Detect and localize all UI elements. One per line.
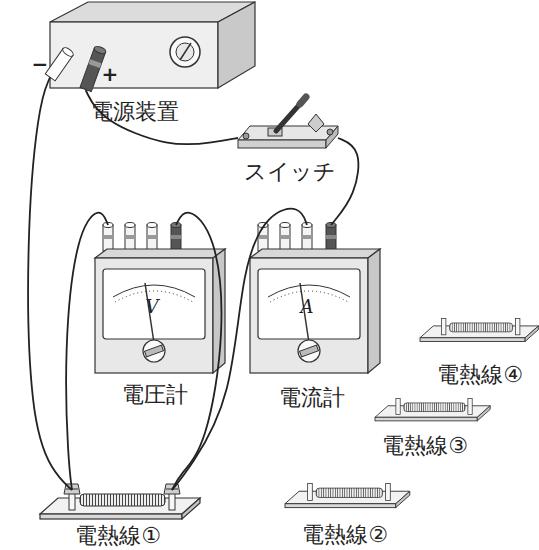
power-supply-body	[50, 2, 255, 88]
positive-terminal	[93, 45, 106, 55]
switch-body	[238, 97, 338, 148]
switch-body	[327, 129, 333, 135]
heating-wire: 電熱線②	[285, 485, 410, 515]
alligator-clip	[64, 484, 180, 494]
lead-wire	[172, 213, 221, 490]
voltmeter-body	[95, 223, 225, 374]
heating-wire: 電熱線④	[420, 320, 539, 350]
ammeter-body	[250, 223, 380, 374]
switch-body	[276, 104, 300, 131]
switch-body	[238, 126, 338, 140]
device-label: 電熱線②	[302, 523, 388, 547]
negative-terminal	[61, 46, 74, 58]
voltmeter-body	[95, 223, 225, 374]
terminal-sign: −	[32, 53, 49, 75]
heating-wire-body	[420, 319, 538, 342]
power-supply-body	[218, 2, 255, 88]
alligator-clip	[64, 484, 80, 494]
heating-wire: 電熱線①	[40, 490, 205, 520]
heating-wire-body	[40, 319, 538, 519]
switch-body	[300, 97, 306, 104]
alligator-clip	[166, 489, 178, 490]
device-label: 電流計	[279, 386, 345, 410]
terminal-sign: +	[102, 63, 119, 85]
alligator-clip	[66, 489, 78, 490]
lead-wire	[172, 209, 307, 490]
heating-wire-body	[375, 399, 490, 421]
heating-wire: 電熱線③	[375, 400, 490, 430]
device-label: 電源装置	[91, 100, 179, 124]
power-supply: −+電源装置	[50, 0, 255, 90]
lead-wire	[28, 77, 72, 490]
device-label: 電熱線③	[382, 434, 468, 458]
voltmeter: V電圧計	[95, 225, 225, 375]
power-supply-body	[180, 43, 191, 60]
lead-wire	[66, 213, 108, 490]
switch-body	[243, 133, 249, 139]
negative-terminal	[45, 46, 74, 81]
device-label: 電熱線①	[75, 524, 161, 548]
switch: スイッチ	[238, 120, 338, 150]
switch-body	[308, 114, 324, 132]
switch-body	[238, 140, 326, 148]
ammeter-body	[250, 223, 380, 374]
lead-wire	[86, 90, 238, 144]
ammeter: A電流計	[250, 225, 380, 375]
heating-wire-body	[285, 483, 410, 507]
power-supply-body	[176, 43, 194, 61]
device-label: 電圧計	[122, 383, 188, 407]
device-label: 電熱線④	[437, 363, 523, 387]
device-label: スイッチ	[244, 160, 336, 184]
alligator-clip	[164, 484, 180, 494]
meter-unit: V	[146, 297, 159, 317]
power-supply-body	[50, 22, 218, 88]
switch-body	[326, 126, 338, 148]
positive-terminal	[89, 59, 102, 68]
meter-unit: A	[301, 297, 314, 317]
power-supply-body	[170, 37, 200, 67]
